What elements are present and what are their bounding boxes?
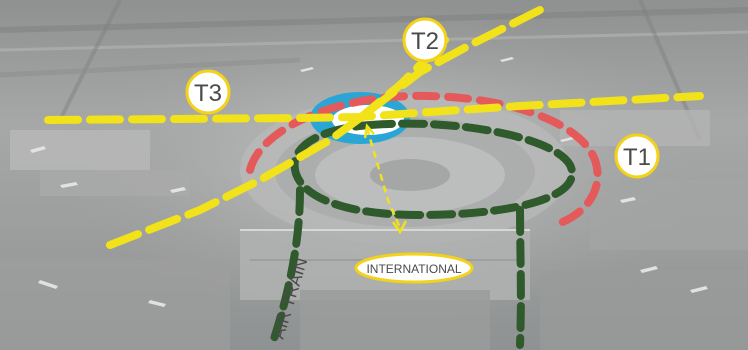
label-t1: T1 [614,133,660,179]
label-international-text: INTERNATIONAL [366,262,461,276]
label-t3-text: T3 [194,80,222,107]
label-t1-text: T1 [623,144,651,171]
label-t3: T3 [185,69,231,115]
green-branch-left [268,186,304,349]
label-international: INTERNATIONAL [354,252,474,284]
label-t2: T2 [402,17,448,63]
yellow-route-diagonal [106,6,544,249]
arrow-to-international [363,123,408,235]
green-branch-right [516,206,525,349]
red-loop-route [246,91,602,229]
label-t2-text: T2 [411,28,439,55]
yellow-route-horizontal [44,92,704,124]
